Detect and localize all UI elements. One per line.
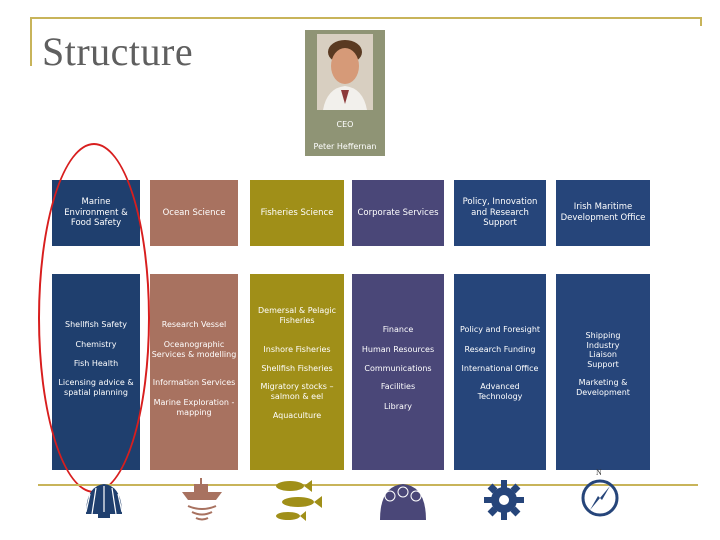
list-item: Marine Exploration - mapping: [153, 398, 235, 417]
list-item: Shipping Industry Liaison Support: [585, 331, 621, 369]
list-item: Research Vessel: [161, 320, 227, 329]
ceo-photo: [317, 34, 373, 110]
list-item: Advanced Technology: [477, 382, 523, 401]
gear-icon: [482, 478, 526, 526]
people-group-icon: [378, 480, 428, 528]
header-irish-maritime: Irish Maritime Development Office: [556, 180, 650, 246]
column-corporate-services: Finance Human Resources Communications F…: [352, 274, 444, 470]
list-item: Oceanographic Services & modelling: [151, 340, 237, 359]
column-irish-maritime: Shipping Industry Liaison Support Market…: [556, 274, 650, 470]
list-item: Inshore Fisheries: [263, 345, 331, 354]
list-item: Shellfish Fisheries: [261, 364, 333, 373]
list-item: Policy and Foresight: [459, 325, 541, 334]
title-rule-vertical-right: [700, 18, 702, 26]
list-item: Demersal & Pelagic Fisheries: [258, 306, 336, 325]
ceo-name: Peter Heffernan: [313, 142, 377, 151]
list-item: Migratory stocks – salmon & eel: [260, 382, 334, 401]
header-fisheries-science: Fisheries Science: [250, 180, 344, 246]
compass-icon: [580, 478, 620, 522]
list-item: Finance: [382, 325, 414, 334]
header-label: Policy, Innovation and Research Support: [462, 197, 538, 229]
header-label: Fisheries Science: [260, 207, 334, 218]
list-item: Human Resources: [361, 345, 435, 354]
list-item: Aquaculture: [272, 411, 322, 420]
header-label: Corporate Services: [357, 207, 439, 218]
list-item: Facilities: [380, 382, 416, 391]
ceo-card: CEO Peter Heffernan: [305, 30, 385, 156]
list-item: Communications: [364, 364, 432, 373]
highlight-oval: [38, 143, 150, 493]
list-item: Research Funding: [464, 345, 536, 354]
ceo-role: CEO: [336, 120, 354, 129]
list-item: International Office: [461, 364, 539, 373]
fish-icon: [268, 474, 328, 526]
header-corporate-services: Corporate Services: [352, 180, 444, 246]
page-title: Structure: [42, 29, 194, 74]
shell-icon: [82, 478, 126, 524]
list-item: Library: [384, 402, 412, 411]
list-item: Information Services: [152, 378, 236, 387]
header-ocean-science: Ocean Science: [150, 180, 238, 246]
research-vessel-icon: [176, 476, 228, 526]
title-rule-vertical-left: [30, 18, 32, 66]
column-ocean-science: Research Vessel Oceanographic Services &…: [150, 274, 238, 470]
compass-north-label: N: [596, 468, 602, 477]
footer-rule: [38, 484, 698, 486]
header-policy-innovation: Policy, Innovation and Research Support: [454, 180, 546, 246]
column-policy-innovation: Policy and Foresight Research Funding In…: [454, 274, 546, 470]
header-label: Irish Maritime Development Office: [560, 202, 646, 223]
list-item: Marketing & Development: [576, 378, 630, 397]
title-rule-top: [30, 17, 702, 19]
header-label: Ocean Science: [162, 207, 226, 218]
column-fisheries-science: Demersal & Pelagic Fisheries Inshore Fis…: [250, 274, 344, 470]
